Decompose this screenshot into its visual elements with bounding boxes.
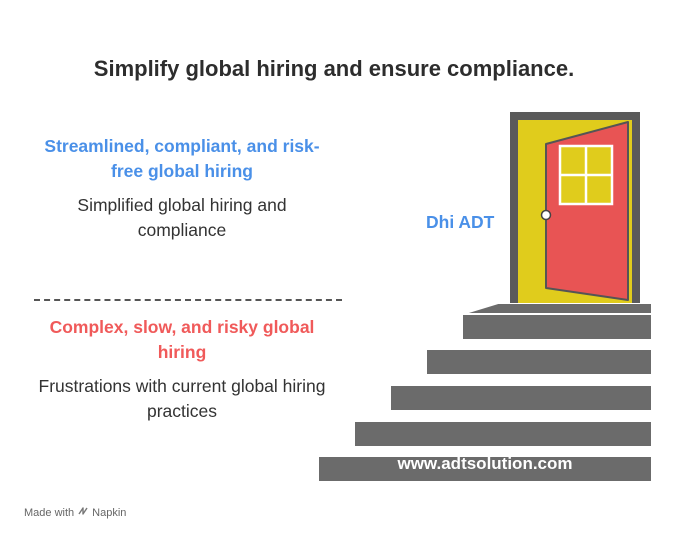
step-5	[461, 313, 653, 341]
door-knob	[540, 209, 552, 221]
bottom-description: Frustrations with current global hiring …	[38, 376, 326, 421]
top-block: Streamlined, compliant, and risk-free gl…	[40, 134, 324, 243]
top-description: Simplified global hiring and compliance	[77, 195, 287, 240]
step-2	[353, 420, 653, 448]
door-label: Dhi ADT	[426, 212, 495, 232]
bottom-heading: Complex, slow, and risky global hiring	[49, 317, 315, 362]
door-window	[558, 144, 614, 206]
napkin-logo-icon	[77, 505, 89, 520]
top-landing	[461, 302, 653, 315]
top-heading: Streamlined, compliant, and risk-free gl…	[44, 136, 320, 181]
step-1	[317, 455, 653, 483]
website-url: www.adtsolution.com	[397, 454, 573, 473]
made-with-label: Made with	[24, 506, 75, 519]
bottom-block: Complex, slow, and risky global hiring F…	[30, 315, 334, 424]
napkin-brand-label: Napkin	[92, 506, 127, 519]
made-with-napkin-footer: Made with Napkin	[24, 505, 126, 520]
step-3	[389, 384, 653, 412]
stairs	[317, 302, 653, 483]
dashed-divider	[34, 299, 342, 301]
page-title: Simplify global hiring and ensure compli…	[93, 56, 575, 81]
step-4	[425, 348, 653, 376]
door	[510, 112, 640, 303]
